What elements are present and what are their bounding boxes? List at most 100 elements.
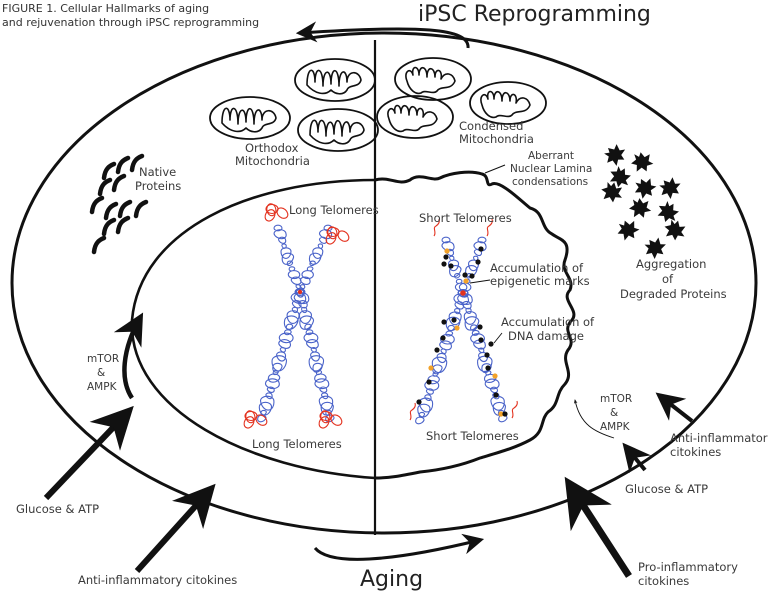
native-protein-icon bbox=[103, 201, 119, 221]
degraded-protein-icon bbox=[631, 152, 654, 172]
ipsc-reprogramming-title: iPSC Reprogramming bbox=[418, 2, 651, 27]
telomere-icon bbox=[255, 414, 268, 426]
aggregation-label-3: Degraded Proteins bbox=[620, 287, 727, 301]
degraded-protein-icon bbox=[609, 166, 631, 188]
aging-arrow bbox=[313, 533, 485, 561]
orthodox-mitochondria-label-2: Mitochondria bbox=[235, 154, 310, 168]
degraded-protein-icon bbox=[604, 144, 626, 166]
telomere-icon bbox=[409, 402, 416, 421]
aged-cytokine-label-1: Anti-inflammatory bbox=[670, 431, 768, 445]
aggregation-label-2: of bbox=[662, 272, 674, 286]
lamina-label-2: Nuclear Lamina bbox=[510, 163, 592, 175]
aged-pro-inflammatory-label-1: Pro-inflammatory bbox=[638, 560, 738, 574]
chromatid-coil bbox=[457, 236, 487, 298]
aging-title: Aging bbox=[360, 567, 423, 591]
native-protein-icon bbox=[115, 215, 131, 235]
centromere-icon bbox=[297, 289, 303, 295]
dna-damage-icon bbox=[502, 411, 508, 417]
aggregation-label-1: Aggregation bbox=[636, 257, 706, 271]
degraded-protein-icon bbox=[634, 178, 657, 199]
telomere-icon bbox=[325, 232, 337, 245]
native-proteins bbox=[89, 153, 149, 255]
chromatid-coil bbox=[293, 288, 335, 423]
dna-damage-icon bbox=[462, 272, 468, 278]
outer-cell-membrane bbox=[10, 31, 758, 535]
epigenetic-label-1: Accumulation of bbox=[490, 261, 584, 275]
telomere-icon bbox=[266, 203, 277, 217]
epigenetic-mark-icon bbox=[428, 365, 434, 371]
dna-damage-icon bbox=[478, 337, 484, 343]
telomere-icon bbox=[245, 410, 256, 424]
telomere-icon bbox=[433, 218, 440, 237]
dna-damage-icon bbox=[434, 347, 440, 353]
native-protein-icon bbox=[101, 161, 117, 181]
aged-glucose-label: Glucose & ATP bbox=[625, 482, 708, 496]
telomere-icon bbox=[243, 416, 255, 429]
reprogramming-arrow bbox=[295, 21, 470, 49]
young-signaling-label-2: & bbox=[97, 367, 105, 379]
orthodox-mitochondria-label-1: Orthodox bbox=[245, 141, 299, 155]
epigenetic-mark-icon bbox=[463, 278, 469, 284]
telomere-icon bbox=[330, 414, 343, 426]
aged-signaling-label-2: & bbox=[610, 407, 618, 419]
young-glucose-label: Glucose & ATP bbox=[16, 502, 99, 516]
native-protein-icon bbox=[129, 153, 145, 173]
dna-damage-icon bbox=[488, 341, 494, 347]
telomere-icon bbox=[318, 416, 330, 429]
degraded-protein-icon bbox=[601, 181, 623, 203]
native-protein-icon bbox=[111, 173, 127, 193]
telomere-icon bbox=[337, 230, 350, 242]
young-telomere-bottom-label: Long Telomeres bbox=[252, 437, 342, 451]
young-chromosome bbox=[243, 203, 350, 429]
young-signaling-arrow bbox=[113, 312, 144, 400]
epigenetic-mark-icon bbox=[444, 248, 450, 254]
epigenetic-pointer bbox=[469, 279, 491, 284]
epigenetic-mark-icon bbox=[454, 325, 460, 331]
native-protein-icon bbox=[91, 235, 107, 255]
young-telomere-top-label: Long Telomeres bbox=[289, 203, 379, 217]
figure-caption-line-2: and rejuvenation through iPSC reprogramm… bbox=[2, 16, 259, 29]
degraded-protein-icon bbox=[657, 201, 679, 223]
chromatid-coil bbox=[273, 224, 305, 298]
epigenetic-label-2: epigenetic marks bbox=[490, 274, 590, 288]
young-cytokine-arrow bbox=[134, 483, 216, 574]
aged-cytokine-label-2: citokines bbox=[670, 445, 721, 459]
lamina-label-1: Aberrant bbox=[528, 150, 574, 162]
native-protein-icon bbox=[97, 177, 113, 197]
young-signaling-label-3: AMPK bbox=[87, 381, 118, 393]
telomere-icon bbox=[264, 209, 276, 222]
aged-glucose-arrow bbox=[622, 442, 652, 474]
young-nucleus-envelope bbox=[130, 178, 376, 480]
dna-damage-icon bbox=[451, 317, 457, 323]
degraded-protein-icon bbox=[617, 220, 640, 241]
dna-damage-icon bbox=[440, 335, 446, 341]
native-proteins-label-1: Native bbox=[139, 165, 176, 179]
dna-damage-pointer bbox=[493, 332, 503, 344]
centromere-icon bbox=[460, 290, 466, 296]
dna-damage-icon bbox=[477, 324, 483, 330]
dna-damage-icon bbox=[441, 261, 447, 267]
epigenetic-mark-icon bbox=[498, 411, 504, 417]
dna-damage-icon bbox=[485, 365, 491, 371]
native-protein-icon bbox=[115, 155, 131, 175]
condensed-mitochondria bbox=[376, 57, 547, 139]
dna-damage-icon bbox=[441, 319, 447, 325]
native-protein-icon bbox=[133, 199, 149, 219]
native-protein-icon bbox=[89, 195, 105, 215]
degraded-protein-icon bbox=[664, 219, 686, 241]
lamina-pointer bbox=[484, 164, 506, 174]
native-protein-icon bbox=[117, 199, 133, 219]
degraded-protein-icon bbox=[629, 198, 652, 218]
young-signaling-label-1: mTOR bbox=[87, 353, 119, 365]
dna-damage-icon bbox=[469, 273, 475, 279]
dna-damage-icon bbox=[416, 399, 422, 405]
young-glucose-arrow bbox=[43, 405, 134, 501]
epigenetic-mark-icon bbox=[492, 373, 498, 379]
young-cytokine-label: Anti-inflammatory citokines bbox=[78, 573, 237, 587]
chromatid-coil bbox=[415, 289, 470, 425]
lamina-label-3: condensations bbox=[512, 176, 588, 188]
chromatid-coil bbox=[441, 236, 469, 298]
dna-damage-icon bbox=[484, 352, 490, 358]
native-protein-icon bbox=[101, 217, 117, 237]
